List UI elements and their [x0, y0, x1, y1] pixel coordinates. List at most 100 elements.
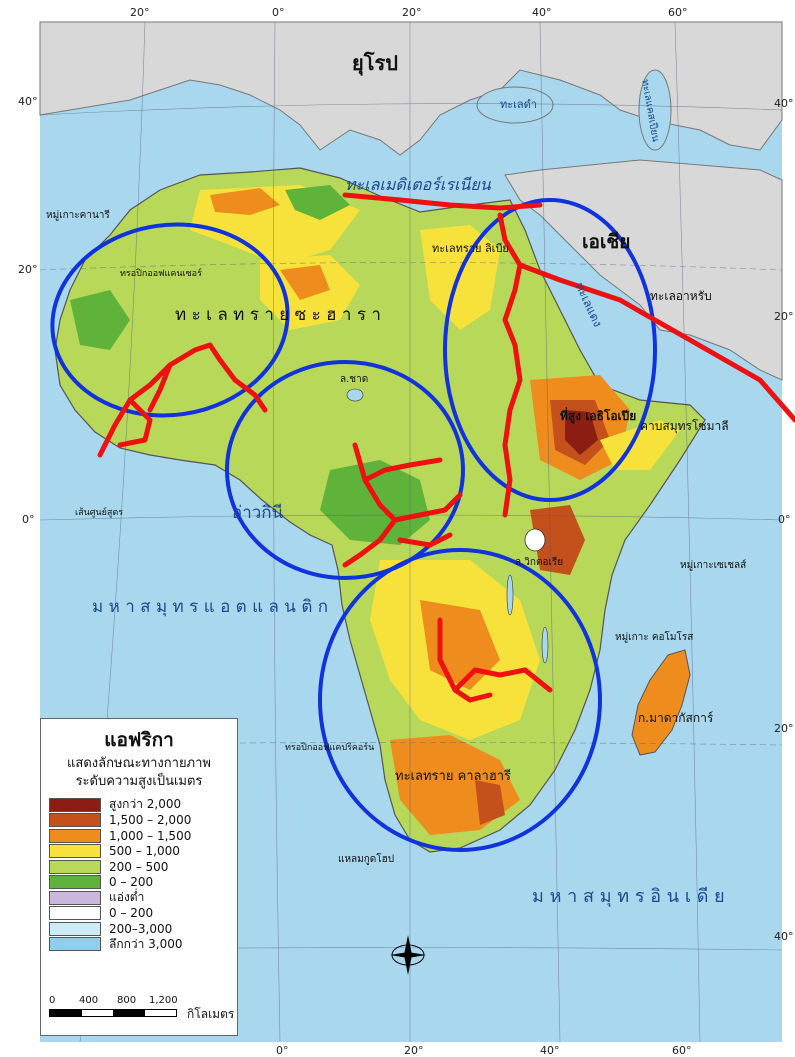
label-black-sea: ทะเลดำ — [500, 98, 537, 111]
tick-top-5: 60° — [668, 6, 688, 19]
red-line-niger — [97, 342, 268, 458]
circle-nile — [443, 198, 657, 502]
label-tropic-capricorn: ทรอปิกออฟแคปริคอร์น — [285, 741, 374, 753]
tick-right-4: 20° — [774, 722, 794, 735]
legend-subtitle-1: แสดงลักษณะทางกายภาพ — [67, 756, 211, 771]
tick-right-1: 40° — [774, 97, 794, 110]
tick-bottom-3: 40° — [540, 1044, 560, 1057]
madagascar-island — [631, 649, 691, 756]
circle-southern-africa — [318, 548, 602, 852]
lake-malawi — [541, 626, 549, 664]
tick-left-1: 40° — [18, 95, 38, 108]
red-line-mediterranean — [342, 192, 543, 211]
label-indian: ม ห า ส มุ ท ร อิ น เ ดี ย — [532, 886, 725, 907]
legend-row: 1,500 – 2,000 — [49, 813, 229, 829]
legend-row: สูงกว่า 2,000 — [49, 797, 229, 813]
map-legend: แอฟริกา แสดงลักษณะทางกายภาพ ระดับความสูง… — [40, 718, 238, 1036]
lake-victoria — [524, 528, 546, 552]
label-asia: เอเชีย — [582, 231, 630, 253]
label-atlantic: ม ห า ส มุ ท ร แ อ ต แ ล น ติ ก — [92, 597, 328, 617]
tick-top-2: 0° — [272, 6, 285, 19]
legend-swatch — [49, 813, 101, 828]
legend-row-label: 0 – 200 — [109, 906, 154, 921]
legend-row-label: แอ่งต่ำ — [109, 890, 145, 905]
lake-chad — [346, 388, 364, 402]
scale-numbers: 0 400 800 1,200 — [49, 995, 179, 1007]
scale-tick-2: 800 — [117, 995, 137, 1006]
label-cape-good-hope: แหลมกูดโฮป — [338, 852, 394, 865]
asia-landmass — [504, 159, 783, 381]
label-arabian-sea: ทะเลอาหรับ — [650, 289, 712, 303]
legend-row-label: ลึกกว่า 3,000 — [109, 936, 183, 951]
red-line-red-sea — [517, 262, 795, 423]
scale-unit: กิโลเมตร — [187, 1007, 235, 1021]
red-line-zambezi-branch — [452, 687, 493, 703]
tick-right-2: 20° — [774, 310, 794, 323]
legend-row: แอ่งต่ำ — [49, 890, 229, 906]
label-comoros: หมู่เกาะ คอโมโรส — [615, 630, 693, 643]
legend-swatch — [49, 828, 101, 843]
label-ethiopia: ที่สูง เอธิโอเปีย — [560, 407, 636, 424]
legend-row: 0 – 200 — [49, 875, 229, 891]
scale-bar-graphic — [49, 1009, 177, 1017]
legend-subtitle-2: ระดับความสูงเป็นเมตร — [75, 774, 203, 789]
legend-row-label: 0 – 200 — [109, 875, 154, 890]
legend-row-label: 500 – 1,000 — [109, 844, 180, 859]
legend-row: 200–3,000 — [49, 921, 229, 937]
label-libyan-desert: ทะเลทราย ลิเบีย — [432, 242, 509, 255]
label-sahara: ท ะ เ ล ท ร า ย ซ ะ ฮ า ร า — [175, 305, 381, 325]
caspian-sea — [638, 69, 672, 151]
label-europe: ยุโรป — [352, 51, 398, 76]
legend-row: 1,000 – 1,500 — [49, 828, 229, 844]
tick-bottom-2: 20° — [404, 1044, 424, 1057]
black-sea — [476, 86, 554, 124]
red-annotation-rivers — [97, 192, 795, 703]
label-madagascar: ก.มาดากัสการ์ — [638, 711, 714, 725]
label-mediterranean: ทะเลเมดิเตอร์เรเนียน — [345, 175, 492, 194]
lake-tanganyika — [506, 574, 514, 616]
legend-swatch — [49, 937, 101, 952]
tick-top-4: 40° — [532, 6, 552, 19]
scale-tick-0: 0 — [49, 995, 56, 1006]
tick-top-3: 20° — [402, 6, 422, 19]
legend-swatch — [49, 921, 101, 936]
tick-top-1: 20° — [130, 6, 150, 19]
tick-right-3: 0° — [778, 513, 791, 526]
legend-row-label: 200–3,000 — [109, 921, 173, 936]
tick-right-5: 40° — [774, 930, 794, 943]
legend-swatch — [49, 890, 101, 905]
label-seychelles: หมู่เกาะเซเชลส์ — [680, 559, 746, 571]
tick-left-3: 0° — [22, 513, 35, 526]
red-line-nile — [497, 212, 523, 518]
label-lake-victoria: ล.วิกตอเรีย — [515, 556, 563, 568]
tick-left-2: 20° — [18, 263, 38, 276]
legend-row-label: สูงกว่า 2,000 — [109, 797, 182, 812]
legend-swatch — [49, 797, 101, 812]
red-line-congo-branch — [342, 457, 453, 568]
tick-bottom-1: 0° — [276, 1044, 289, 1057]
red-line-zambezi — [437, 617, 553, 693]
legend-row: 200 – 500 — [49, 859, 229, 875]
tick-bottom-4: 60° — [672, 1044, 692, 1057]
compass-rose-icon — [390, 935, 426, 975]
legend-swatch — [49, 859, 101, 874]
red-line-niger-branch — [117, 362, 173, 448]
legend-row-label: 1,500 – 2,000 — [109, 813, 192, 828]
label-kalahari: ทะเลทราย คาลาฮารี — [395, 768, 511, 784]
label-lake-chad: ล.ชาด — [340, 374, 368, 385]
legend-row: 500 – 1,000 — [49, 844, 229, 860]
legend-swatch — [49, 844, 101, 859]
scale-bar: 0 400 800 1,200 กิโลเมตร — [49, 995, 234, 1027]
label-gulf-guinea: อ่าวกินี — [232, 503, 284, 523]
circle-west-africa — [50, 222, 290, 418]
label-equator: เส้นศูนย์สูตร — [75, 506, 123, 518]
label-tropic-cancer: ทรอปิกออฟแคนเซอร์ — [120, 267, 202, 279]
legend-row: 0 – 200 — [49, 906, 229, 922]
legend-swatch — [49, 906, 101, 921]
scale-tick-1: 400 — [79, 995, 99, 1006]
label-somalia: คาบสมุทรโซมาลี — [640, 419, 729, 434]
legend-swatch — [49, 875, 101, 890]
